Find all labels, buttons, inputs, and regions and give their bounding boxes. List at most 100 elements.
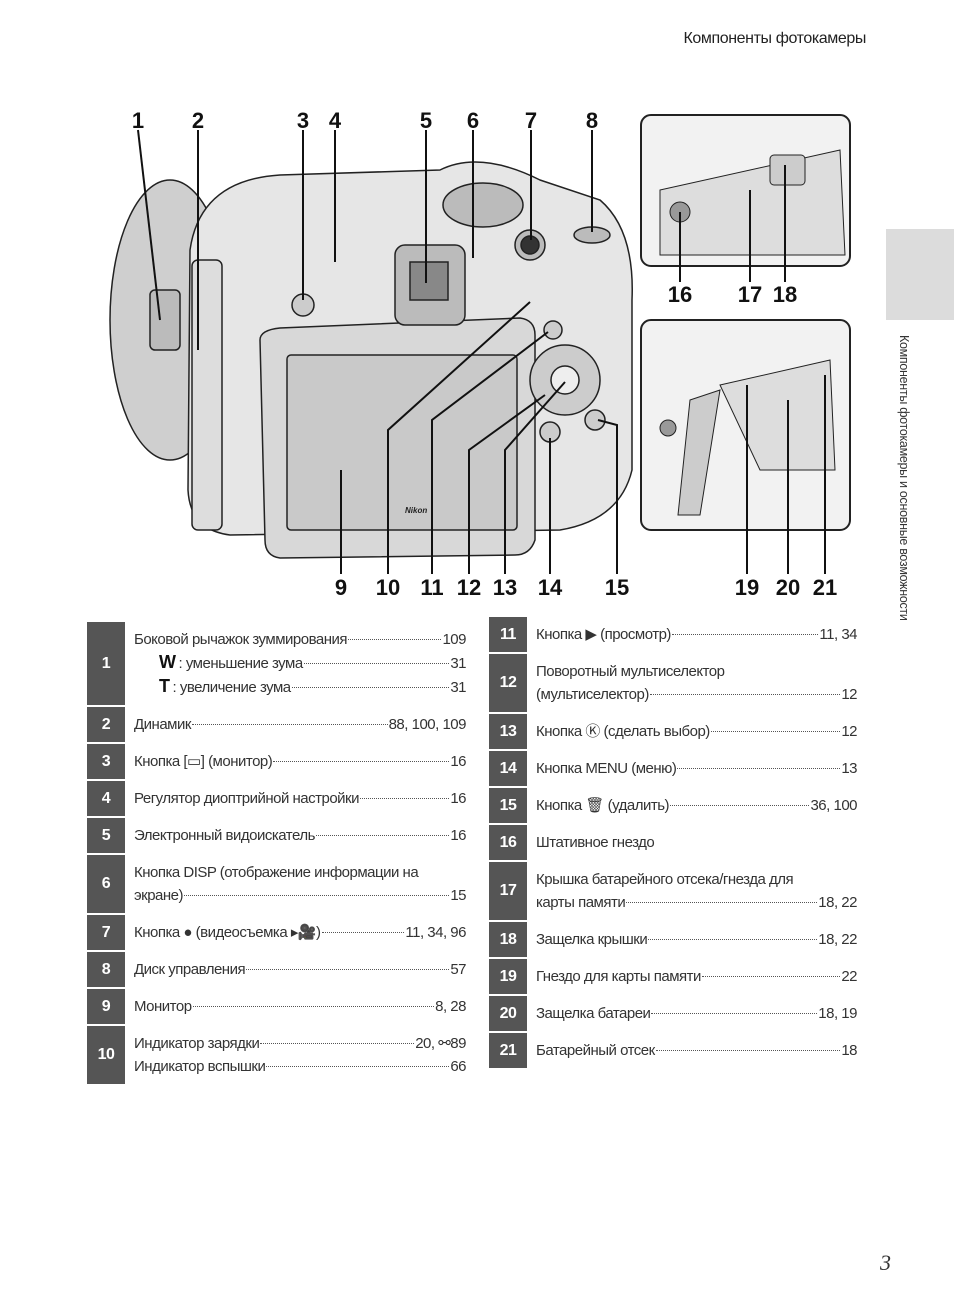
callout-20: 20 <box>776 575 800 600</box>
zoom-symbol: W <box>159 652 176 672</box>
page-reference[interactable]: 31 <box>450 655 466 672</box>
part-description: Кнопка Ⓚ (сделать выбор)12 <box>527 714 857 749</box>
page-reference[interactable]: 13 <box>841 760 857 777</box>
callout-19: 19 <box>735 575 759 600</box>
part-name: Боковой рычажок зуммирования <box>134 631 348 648</box>
dot-leader <box>710 730 841 732</box>
part-number: 6 <box>87 855 125 913</box>
part-name: экране) <box>134 887 184 904</box>
part-description: Кнопка ● (видеосъемка ▸🎥)11, 34, 96 <box>125 915 466 950</box>
part-number: 21 <box>489 1033 527 1068</box>
part-number: 19 <box>489 959 527 994</box>
inset-battery-cover <box>640 114 851 267</box>
description-line: Крышка батарейного отсека/гнезда для <box>536 868 857 891</box>
page-reference[interactable]: 11, 34 <box>819 626 857 643</box>
part-number: 10 <box>87 1026 125 1084</box>
part-name: Индикатор зарядки <box>134 1035 260 1052</box>
section-tab-label: Компоненты фотокамеры и основные возможн… <box>897 335 911 621</box>
brand-logo: Nikon <box>405 506 427 515</box>
page-reference[interactable]: 18, 22 <box>818 894 857 911</box>
dot-leader <box>670 804 810 806</box>
part-name: (мультиселектор) <box>536 686 649 703</box>
callout-15: 15 <box>605 575 629 600</box>
page-reference[interactable]: 12 <box>841 686 857 703</box>
callout-2: 2 <box>192 108 204 133</box>
part-number: 5 <box>87 818 125 853</box>
dot-leader <box>655 1049 841 1051</box>
dot-leader <box>260 1042 415 1044</box>
page-reference[interactable]: 18, 22 <box>818 931 857 948</box>
page-reference[interactable]: 20, ⚯89 <box>415 1035 466 1052</box>
page-number: 3 <box>880 1250 891 1275</box>
part-name: Динамик <box>134 716 191 733</box>
page-reference[interactable]: 88, 100, 109 <box>388 716 467 733</box>
description-line: Гнездо для карты памяти 22 <box>536 965 857 988</box>
page-reference[interactable]: 8, 28 <box>435 998 466 1015</box>
dot-leader <box>315 834 450 836</box>
part-name: Кнопка 🗑 (удалить) <box>536 797 670 814</box>
camera-illustration: Nikon 1 2 3 <box>109 108 851 600</box>
page-reference[interactable]: 12 <box>841 723 857 740</box>
page-reference[interactable]: 66 <box>450 1058 466 1075</box>
part-name: Защелка крышки <box>536 931 648 948</box>
description-line: Защелка крышки 18, 22 <box>536 928 857 951</box>
callout-16: 16 <box>668 282 692 307</box>
dot-leader <box>651 1012 818 1014</box>
description-line: Кнопка Ⓚ (сделать выбор)12 <box>536 720 857 743</box>
page-reference[interactable]: 18, 19 <box>818 1005 857 1022</box>
page-reference[interactable]: 22 <box>841 968 857 985</box>
dot-leader <box>192 1005 435 1007</box>
part-description: Кнопка MENU (меню)13 <box>527 751 857 786</box>
part-description: Кнопка [▭] (монитор)16 <box>125 744 466 779</box>
page-reference[interactable]: 16 <box>450 827 466 844</box>
page-reference[interactable]: 16 <box>450 753 466 770</box>
dot-leader <box>677 767 841 769</box>
page-reference[interactable]: 16 <box>450 790 466 807</box>
part-description: Динамик 88, 100, 109 <box>125 707 467 742</box>
callout-7: 7 <box>525 108 537 133</box>
dot-leader <box>184 894 450 896</box>
callout-6: 6 <box>467 108 479 133</box>
part-number: 14 <box>489 751 527 786</box>
page-reference[interactable]: 31 <box>450 679 466 696</box>
part-number: 16 <box>489 825 527 860</box>
page-reference[interactable]: 36, 100 <box>810 797 857 814</box>
part-name: Гнездо для карты памяти <box>536 968 701 985</box>
part-name: : увеличение зума <box>172 679 292 696</box>
part-description: Защелка крышки 18, 22 <box>527 922 857 957</box>
callout-18: 18 <box>773 282 797 307</box>
part-number: 9 <box>87 989 125 1024</box>
inset-battery-open <box>640 319 851 531</box>
page-reference[interactable]: 15 <box>450 887 466 904</box>
part-name: : уменьшение зума <box>178 655 304 672</box>
callout-8: 8 <box>586 108 598 133</box>
part-number: 2 <box>87 707 125 742</box>
callout-10: 10 <box>376 575 400 600</box>
page-reference[interactable]: 109 <box>442 631 466 648</box>
table-row: 19 Гнездо для карты памяти 22 <box>489 959 857 994</box>
page-reference[interactable]: 11, 34, 96 <box>405 924 466 941</box>
part-description: Кнопка 🗑 (удалить) 36, 100 <box>527 788 857 823</box>
page-reference[interactable]: 57 <box>450 961 466 978</box>
dot-leader <box>246 968 450 970</box>
callout-labels: 1 2 3 4 5 6 7 8 9 10 11 12 13 14 15 16 1… <box>132 108 837 600</box>
part-name: Регулятор диоптрийной настройки <box>134 790 360 807</box>
description-line: экране) 15 <box>134 884 466 907</box>
page-reference[interactable]: 18 <box>841 1042 857 1059</box>
description-line: (мультиселектор) 12 <box>536 683 857 706</box>
